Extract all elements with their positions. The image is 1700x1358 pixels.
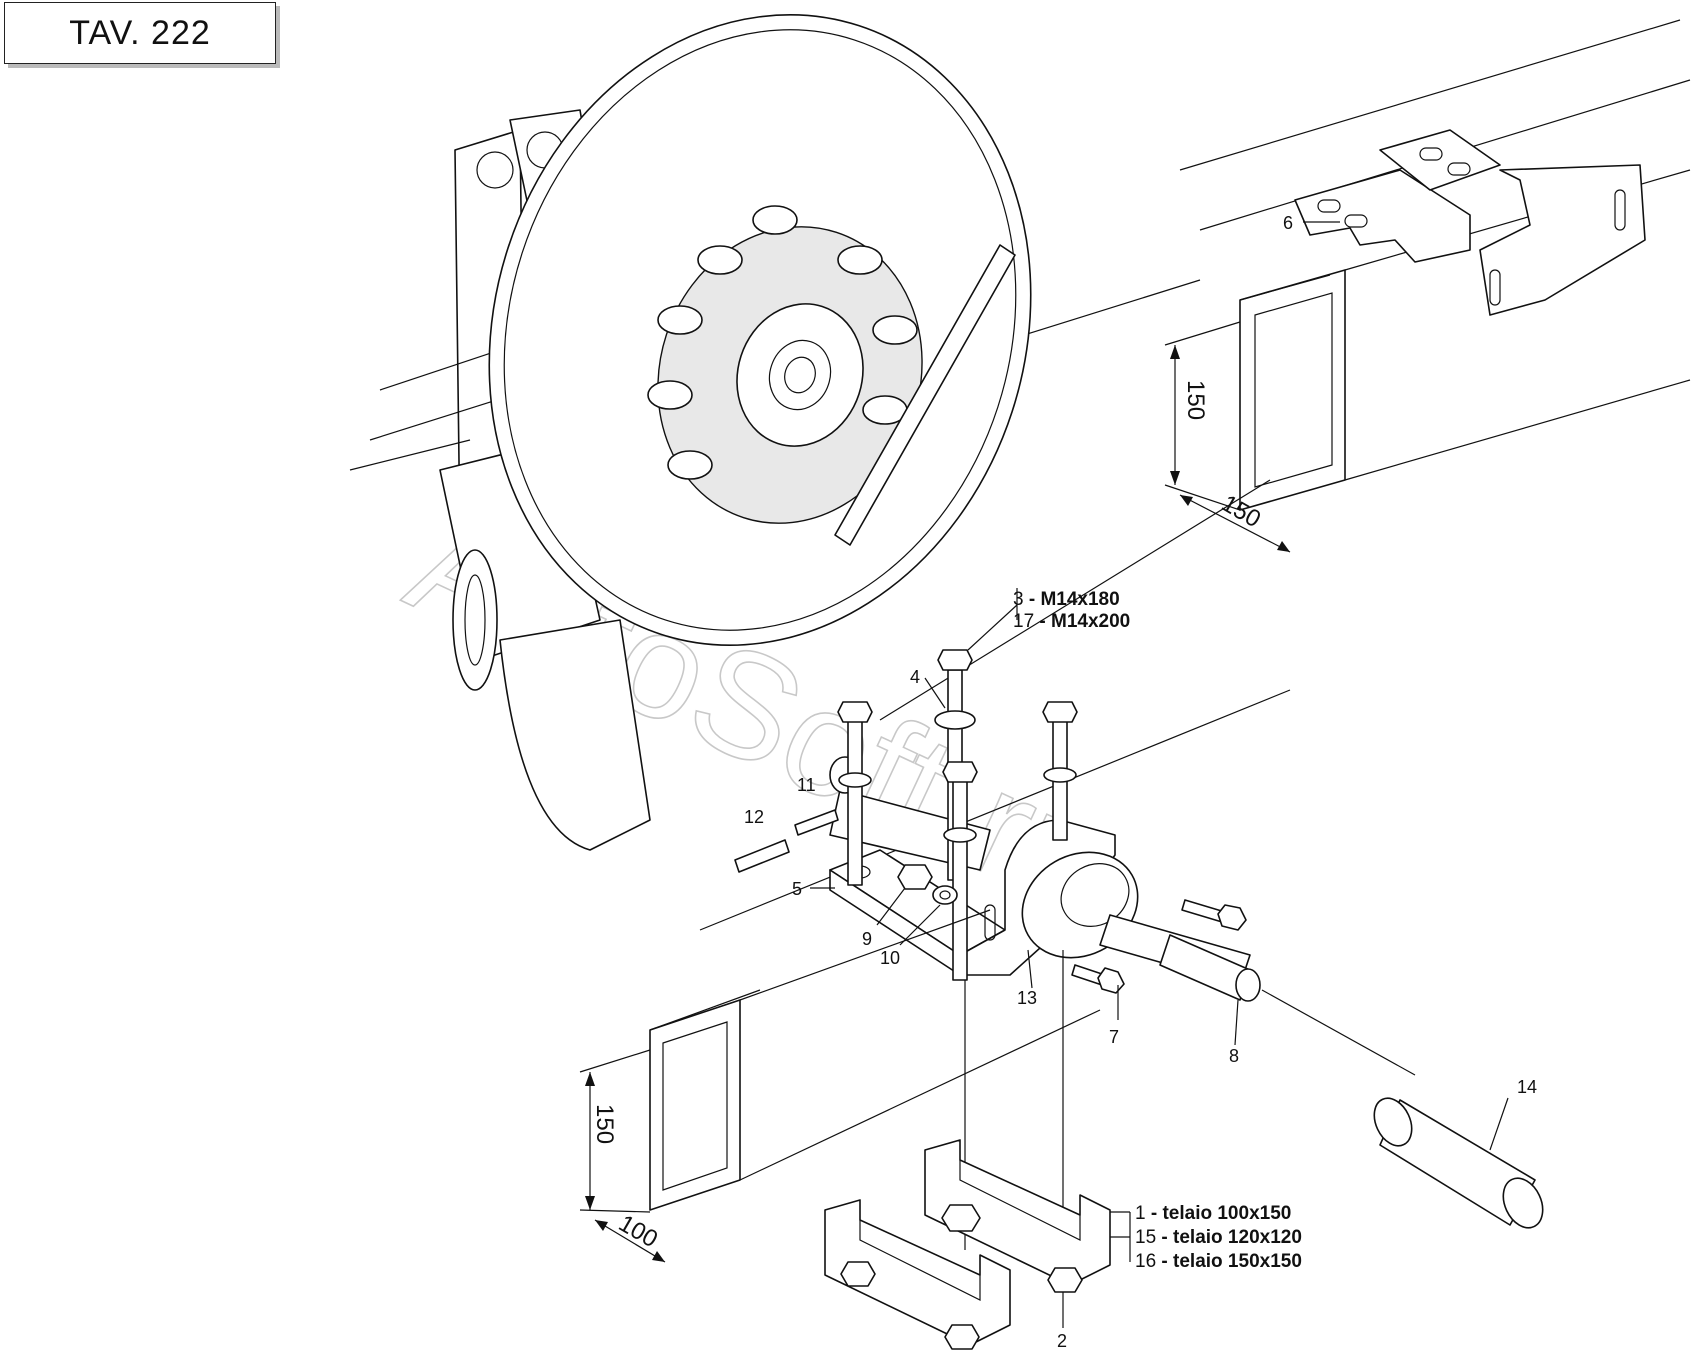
- protective-cap-14: [1373, 1097, 1544, 1229]
- frame-callouts: 1 - telaio 100x150 15 - telaio 120x120 1…: [1135, 1203, 1302, 1272]
- dim-lower-width: 100: [614, 1210, 662, 1253]
- label-7: 7: [1109, 1027, 1119, 1047]
- dim-upper-height: 150: [1182, 380, 1209, 420]
- clamp-brackets: [824, 1139, 1111, 1346]
- upper-dimension-lines: [1164, 321, 1291, 553]
- callout-17: 17 - M14x200: [1013, 611, 1130, 632]
- label-13: 13: [1017, 988, 1037, 1008]
- dim-lower-height: 150: [591, 1104, 618, 1144]
- mounting-assembly: [699, 479, 1416, 1270]
- label-2: 2: [1057, 1331, 1067, 1351]
- label-11: 11: [797, 775, 816, 795]
- bolt-callouts: 3 - M14x180 17 - M14x200: [1013, 589, 1130, 632]
- label-14: 14: [1517, 1077, 1537, 1097]
- label-6: 6: [1283, 213, 1293, 233]
- callout-1: 1 - telaio 100x150: [1135, 1203, 1291, 1224]
- frame-section-150x150: [1239, 169, 1691, 511]
- frame-section-100x150: [649, 909, 1101, 1211]
- part-labels: 6 4 11 12 5 9 10 13 7 8 14 2: [744, 213, 1537, 1351]
- label-10: 10: [880, 948, 900, 968]
- callout-15: 15 - telaio 120x120: [1135, 1227, 1302, 1248]
- leader-lines: [810, 221, 1509, 1328]
- plate-title: TAV. 222: [4, 2, 276, 64]
- label-4: 4: [910, 667, 920, 687]
- label-9: 9: [862, 929, 872, 949]
- bracket-6: [1294, 129, 1646, 316]
- callout-16: 16 - telaio 150x150: [1135, 1251, 1302, 1272]
- flywheel: [488, 14, 1032, 646]
- label-8: 8: [1229, 1046, 1239, 1066]
- nuts-2: [840, 1204, 1083, 1350]
- label-12: 12: [744, 807, 764, 827]
- label-5: 5: [792, 879, 802, 899]
- callout-3: 3 - M14x180: [1013, 589, 1120, 610]
- lower-dimension-lines: [579, 1049, 666, 1263]
